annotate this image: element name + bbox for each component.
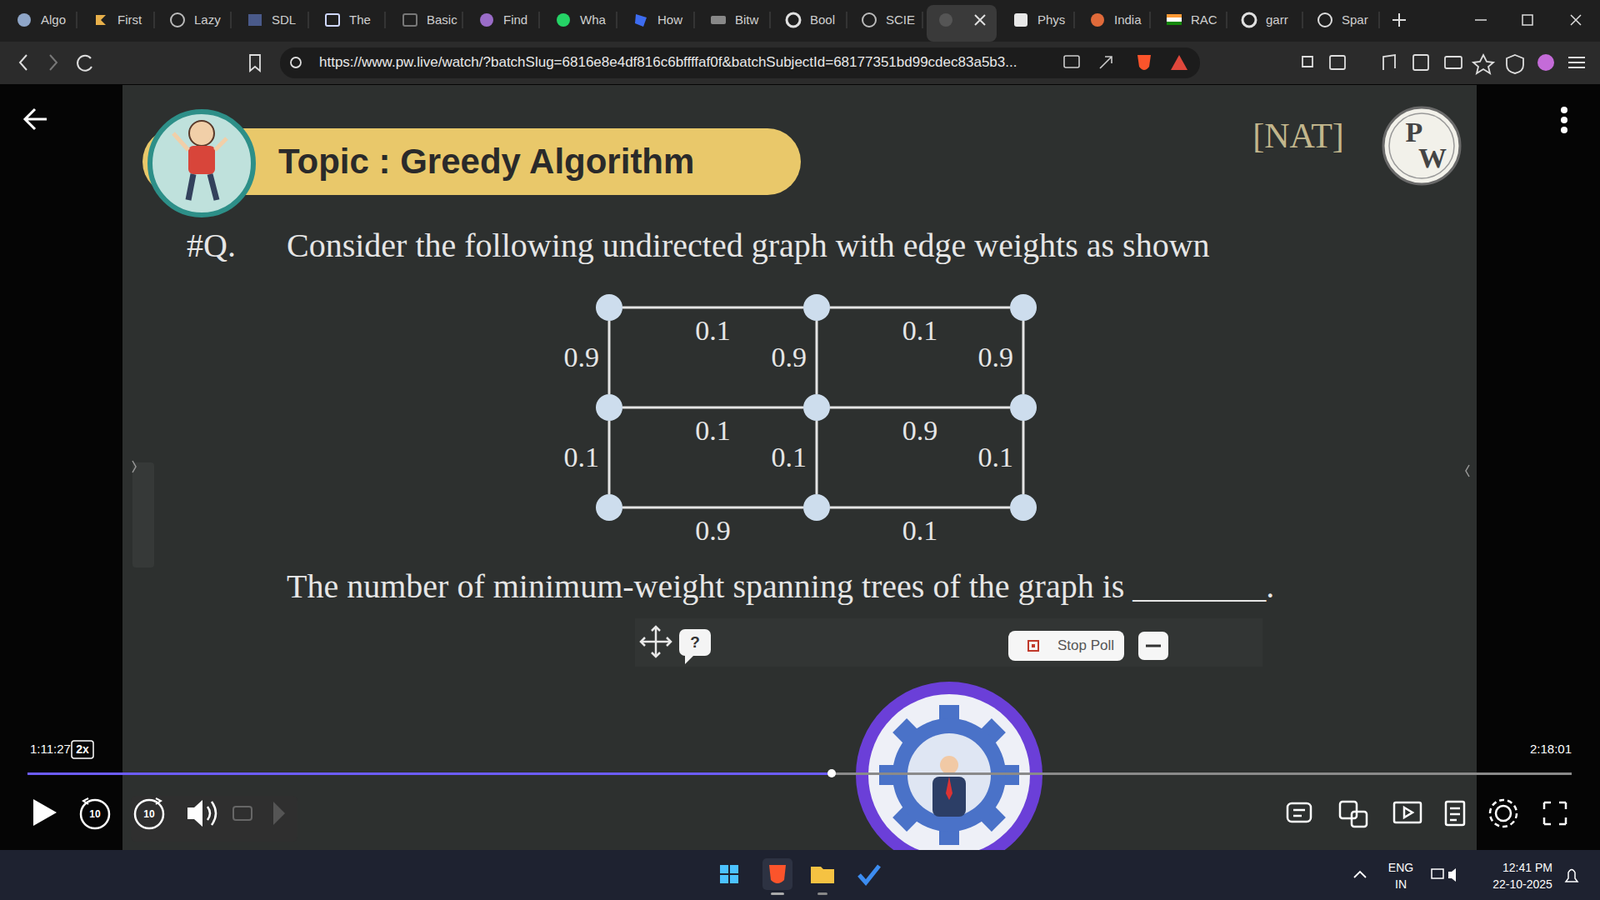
tab-title: How (657, 12, 683, 27)
skip-amount: 10 (143, 809, 155, 821)
edge-weight: 0.1 (695, 414, 731, 447)
tab-title: Basic (426, 12, 458, 27)
tab-title: Lazy (194, 12, 221, 27)
clock-date: 22-10-2025 (1492, 877, 1553, 891)
tab-title: The (349, 12, 371, 27)
edge-weight: 0.1 (978, 440, 1015, 474)
graph-vertex (595, 394, 623, 421)
graph-edge (608, 420, 611, 495)
edge-weight: 0.1 (695, 314, 731, 347)
url-text: https://www.pw.live/watch/?batchSlug=681… (319, 54, 1017, 71)
graph-edge (815, 420, 819, 495)
skip-amount: 10 (89, 809, 100, 821)
graph-vertex (1010, 494, 1037, 521)
tab-title: Spar (1341, 12, 1369, 27)
graph-edge (1022, 420, 1025, 495)
graph-vertex (595, 294, 623, 321)
question-number: #Q. (186, 226, 236, 265)
tab-title: First (117, 12, 142, 27)
graph-edge (622, 506, 804, 510)
edge-weight: 0.9 (902, 414, 939, 447)
question-text: The number of minimum-weight spanning tr… (286, 567, 1275, 606)
question-type: [NAT] (1252, 115, 1345, 156)
graph-vertex (803, 294, 830, 321)
graph-vertex (803, 394, 830, 421)
tab-title: SDL (271, 12, 296, 27)
tab-title: India (1114, 12, 1142, 27)
edge-weight: 0.1 (771, 440, 808, 474)
tab-title: Phys (1037, 12, 1065, 27)
tab-title: Bitw (735, 12, 759, 27)
tab-title: Wha (580, 12, 606, 27)
tab-title: Find (503, 12, 528, 27)
clock-time: 12:41 PM (1502, 860, 1553, 875)
edge-weight: 0.1 (902, 514, 939, 547)
region-code: IN (1395, 877, 1407, 891)
graph-edge (622, 406, 804, 410)
graph-edge (830, 306, 1010, 310)
time-elapsed: 1:11:27 (30, 741, 71, 756)
topic-heading: Topic : Greedy Algorithm (278, 141, 695, 182)
edge-weight: 0.9 (695, 514, 731, 547)
edge-weight: 0.9 (564, 340, 600, 374)
tab-title: SCIE (885, 12, 915, 27)
edge-weight: 0.9 (771, 340, 808, 374)
graph-edge (830, 506, 1010, 510)
edge-weight: 0.1 (902, 314, 939, 347)
tab-title: RAC (1190, 12, 1218, 27)
help-icon: ? (690, 633, 700, 652)
graph-edge (815, 320, 819, 395)
tab-title: Algo (40, 12, 66, 27)
graph-vertex (1010, 394, 1037, 421)
graph-edge (1022, 320, 1025, 395)
time-total: 2:18:01 (1530, 741, 1572, 756)
logo-letter: W (1418, 141, 1447, 175)
speed-badge: 2x (75, 742, 90, 756)
graph-edge (830, 406, 1010, 410)
graph-vertex (1010, 294, 1037, 321)
graph-vertex (803, 494, 830, 521)
graph-edge (608, 320, 611, 395)
graph-edge (622, 306, 804, 310)
graph-vertex (595, 494, 623, 521)
button-label: Stop Poll (1057, 637, 1115, 655)
tab-title: Bool (810, 12, 835, 27)
edge-weight: 0.9 (978, 340, 1015, 374)
question-text: Consider the following undirected graph … (286, 226, 1210, 265)
tab-title: garr (1265, 12, 1289, 27)
language-code: ENG (1388, 860, 1414, 875)
edge-weight: 0.1 (564, 440, 600, 474)
